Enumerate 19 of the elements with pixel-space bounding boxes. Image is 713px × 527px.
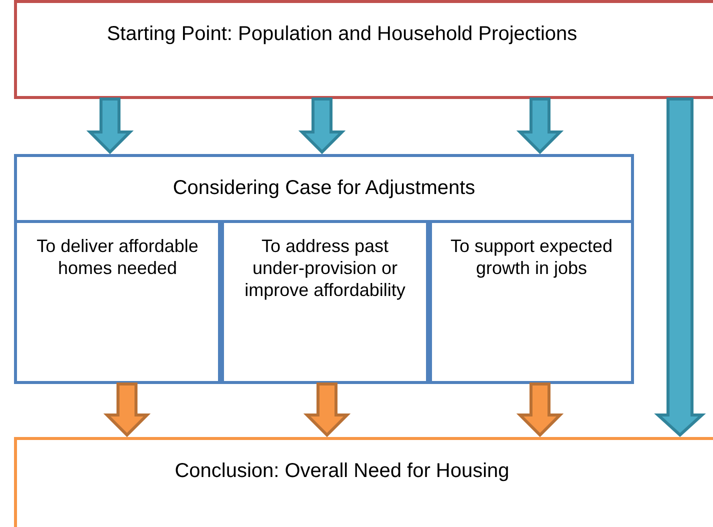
- stage-box: [14, 0, 713, 99]
- stage-box: [14, 437, 713, 527]
- group-box: [14, 154, 634, 384]
- category-box: [429, 220, 634, 384]
- box-text: To deliver affordable homes needed: [36, 235, 200, 279]
- block-arrow: [303, 382, 351, 438]
- block-arrow: [103, 382, 151, 438]
- box-heading: Considering Case for Adjustments: [172, 176, 476, 201]
- block-arrow: [516, 382, 564, 438]
- block-arrow: [654, 98, 706, 438]
- block-arrow: [86, 98, 134, 154]
- box-text: To support expected growth in jobs: [449, 235, 614, 279]
- category-box: [14, 220, 221, 384]
- box-heading: Conclusion: Overall Need for Housing: [174, 459, 510, 484]
- box-text: To address past under-provision or improve affordability: [244, 235, 406, 301]
- box-heading: Starting Point: Population and Household Projections: [106, 22, 578, 47]
- category-box: [221, 220, 429, 384]
- block-arrow: [298, 98, 346, 154]
- block-arrow: [516, 98, 564, 154]
